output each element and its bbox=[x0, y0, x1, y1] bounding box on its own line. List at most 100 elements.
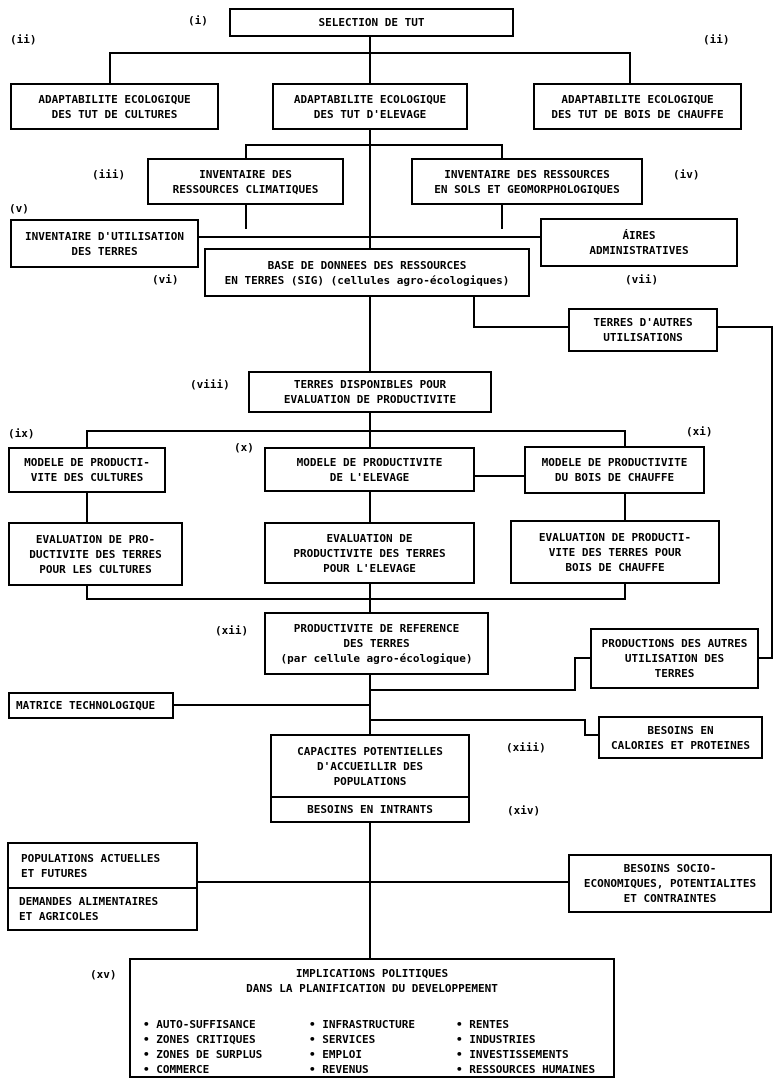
label-v: (v) bbox=[9, 202, 29, 215]
adaptabilite-bois-box: ADAPTABILITE ECOLOGIQUE DES TUT DE BOIS … bbox=[533, 83, 742, 130]
box-line: SELECTION DE TUT bbox=[318, 16, 425, 29]
label-iii: (iii) bbox=[92, 168, 126, 181]
label-xiii: (xiii) bbox=[506, 741, 546, 754]
besoins-socio-box: BESOINS SOCIO- ECONOMIQUES, POTENTIALITE… bbox=[568, 854, 772, 913]
box-line: PRODUCTIVITE DE REFERENCE bbox=[293, 622, 460, 635]
label-ii-left: (ii) bbox=[10, 33, 37, 46]
terres-autres-box: TERRES D'AUTRES UTILISATIONS bbox=[568, 308, 718, 352]
adaptabilite-elevage-box: ADAPTABILITE ECOLOGIQUE DES TUT D'ELEVAG… bbox=[272, 83, 468, 130]
terres-disponibles-box: TERRES DISPONIBLES POUR EVALUATION DE PR… bbox=[248, 371, 492, 413]
label-ix: (ix) bbox=[8, 427, 35, 440]
capacites-intrants-box: CAPACITES POTENTIELLES D'ACCUEILLIR DES … bbox=[270, 734, 470, 823]
box-line: CAPACITES POTENTIELLES bbox=[297, 744, 443, 758]
policy-title: IMPLICATIONS POLITIQUES DANS LA PLANIFIC… bbox=[131, 966, 613, 996]
evaluation-bois-box: EVALUATION DE PRODUCTI- VITE DES TERRES … bbox=[510, 520, 720, 584]
box-line: TERRES D'AUTRES bbox=[593, 316, 693, 329]
label-iv: (iv) bbox=[673, 168, 700, 181]
box-line: ADAPTABILITE ECOLOGIQUE bbox=[561, 92, 714, 106]
box-line: POUR L'ELEVAGE bbox=[323, 561, 416, 575]
box-line: DUCTIVITE DES TERRES bbox=[29, 547, 162, 561]
policy-item: EMPLOI bbox=[309, 1047, 415, 1062]
box-line: BESOINS EN bbox=[647, 723, 714, 737]
box-line: DES TERRES bbox=[343, 637, 410, 650]
box-line: ADAPTABILITE ECOLOGIQUE bbox=[293, 92, 447, 106]
box-line: UTILISATION DES bbox=[624, 652, 725, 665]
evaluation-cultures-box: EVALUATION DE PRO- DUCTIVITE DES TERRES … bbox=[8, 522, 183, 586]
productivite-reference-box: PRODUCTIVITE DE REFERENCE DES TERRES (pa… bbox=[264, 612, 489, 675]
label-ii-right: (ii) bbox=[703, 33, 730, 46]
box-line: EVALUATION DE bbox=[326, 531, 413, 545]
policy-item: ZONES CRITIQUES bbox=[143, 1032, 262, 1047]
policy-item: INFRASTRUCTURE bbox=[309, 1017, 415, 1032]
box-line: INVENTAIRE D'UTILISATION bbox=[25, 229, 184, 243]
matrice-technologique-box: MATRICE TECHNOLOGIQUE bbox=[8, 692, 174, 719]
box-line: DU BOIS DE CHAUFFE bbox=[554, 471, 675, 484]
label-xi: (xi) bbox=[686, 425, 713, 438]
policy-item: AUTO-SUFFISANCE bbox=[143, 1017, 262, 1032]
box-line: PRODUCTIONS DES AUTRES bbox=[601, 637, 748, 650]
box-line: EN TERRES (SIG) (cellules agro-écologiqu… bbox=[224, 273, 510, 287]
base-donnees-box: BASE DE DONNEES DES RESSOURCES EN TERRES… bbox=[204, 248, 530, 297]
demandes-section: DEMANDES ALIMENTAIRES ET AGRICOLES bbox=[9, 887, 196, 929]
box-line: BESOINS SOCIO- bbox=[623, 862, 717, 875]
policy-item: RENTES bbox=[456, 1017, 595, 1032]
policy-column-1: AUTO-SUFFISANCE ZONES CRITIQUES ZONES DE… bbox=[143, 1017, 262, 1077]
selection-tut-box: SELECTION DE TUT bbox=[229, 8, 514, 37]
box-line: (par cellule agro-écologique) bbox=[280, 652, 473, 665]
policy-item: COMMERCE bbox=[143, 1062, 262, 1077]
label-xv: (xv) bbox=[90, 968, 117, 981]
box-line: DES TUT DE BOIS DE CHAUFFE bbox=[551, 107, 724, 121]
populations-demandes-box: POPULATIONS ACTUELLES ET FUTURES DEMANDE… bbox=[7, 842, 198, 931]
adaptabilite-cultures-box: ADAPTABILITE ECOLOGIQUE DES TUT DE CULTU… bbox=[10, 83, 219, 130]
inventaire-sols-box: INVENTAIRE DES RESSOURCES EN SOLS ET GEO… bbox=[411, 158, 643, 205]
implications-politiques-box: IMPLICATIONS POLITIQUES DANS LA PLANIFIC… bbox=[129, 958, 615, 1078]
box-line: EVALUATION DE PRO- bbox=[35, 532, 156, 546]
box-line: ET CONTRAINTES bbox=[623, 892, 717, 905]
capacites-section: CAPACITES POTENTIELLES D'ACCUEILLIR DES … bbox=[272, 736, 468, 796]
inventaire-utilisation-box: INVENTAIRE D'UTILISATION DES TERRES bbox=[10, 219, 199, 268]
box-line: ET AGRICOLES bbox=[19, 910, 99, 923]
box-line: POPULATIONS bbox=[333, 774, 407, 788]
box-line: DES TUT D'ELEVAGE bbox=[313, 107, 427, 121]
populations-section: POPULATIONS ACTUELLES ET FUTURES bbox=[9, 844, 196, 887]
label-i: (i) bbox=[188, 14, 208, 27]
box-line: INVENTAIRE DES RESSOURCES bbox=[444, 167, 610, 181]
box-line: ECONOMIQUES, POTENTIALITES bbox=[583, 877, 757, 890]
box-line: DEMANDES ALIMENTAIRES bbox=[19, 895, 159, 908]
inventaire-climat-box: INVENTAIRE DES RESSOURCES CLIMATIQUES bbox=[147, 158, 344, 205]
box-line: MODELE DE PRODUCTI- bbox=[24, 456, 150, 469]
policy-title-line: DANS LA PLANIFICATION DU DEVELOPPEMENT bbox=[246, 982, 498, 995]
box-line: PRODUCTIVITE DES TERRES bbox=[293, 546, 446, 560]
box-line: UTILISATIONS bbox=[603, 331, 683, 344]
box-line: TERRES DISPONIBLES POUR bbox=[293, 378, 447, 391]
policy-column-2: INFRASTRUCTURE SERVICES EMPLOI REVENUS bbox=[309, 1017, 415, 1077]
besoins-calories-box: BESOINS EN CALORIES ET PROTEINES bbox=[598, 716, 763, 759]
box-line: DES TUT DE CULTURES bbox=[51, 107, 178, 121]
modele-elevage-box: MODELE DE PRODUCTIVITE DE L'ELEVAGE bbox=[264, 447, 475, 492]
box-line: POUR LES CULTURES bbox=[39, 562, 152, 576]
policy-column-3: RENTES INDUSTRIES INVESTISSEMENTS RESSOU… bbox=[456, 1017, 595, 1077]
policy-item: INVESTISSEMENTS bbox=[456, 1047, 595, 1062]
label-xii: (xii) bbox=[215, 624, 249, 637]
box-line: DES TERRES bbox=[71, 244, 138, 258]
box-line: TERRES bbox=[654, 667, 695, 680]
box-line: BASE DE DONNEES DES RESSOURCES bbox=[267, 258, 467, 272]
label-xiv: (xiv) bbox=[507, 804, 541, 817]
productions-autres-box: PRODUCTIONS DES AUTRES UTILISATION DES T… bbox=[590, 628, 759, 689]
box-line: D'ACCUEILLIR DES bbox=[317, 759, 423, 773]
modele-bois-box: MODELE DE PRODUCTIVITE DU BOIS DE CHAUFF… bbox=[524, 446, 705, 494]
box-line: MODELE DE PRODUCTIVITE bbox=[541, 456, 688, 469]
box-line: DE L'ELEVAGE bbox=[329, 470, 410, 484]
box-line: BOIS DE CHAUFFE bbox=[565, 560, 665, 574]
box-line: VITE DES CULTURES bbox=[30, 471, 144, 484]
box-line: INVENTAIRE DES bbox=[199, 167, 292, 181]
box-line: VITE DES TERRES POUR bbox=[548, 545, 682, 559]
policy-item: ZONES DE SURPLUS bbox=[143, 1047, 262, 1062]
box-line: ET FUTURES bbox=[21, 866, 88, 880]
policy-item: SERVICES bbox=[309, 1032, 415, 1047]
policy-item: RESSOURCES HUMAINES bbox=[456, 1062, 595, 1077]
box-line: RESSOURCES CLIMATIQUES bbox=[172, 182, 319, 196]
box-line: POPULATIONS ACTUELLES bbox=[21, 851, 161, 865]
box-line: MATRICE TECHNOLOGIQUE bbox=[16, 699, 156, 712]
